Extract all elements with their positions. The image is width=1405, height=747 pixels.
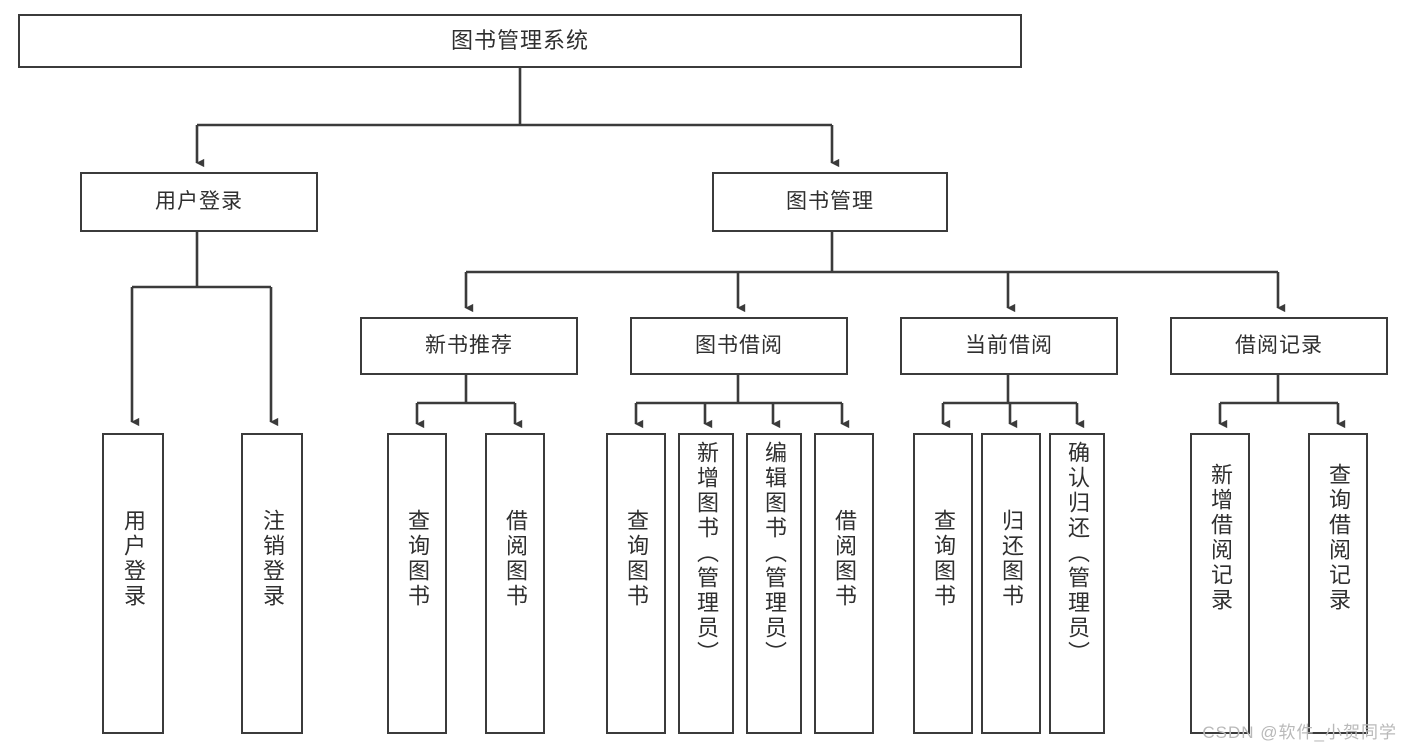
node-leaf-user-logout[interactable]: 注销登录 bbox=[241, 433, 303, 734]
node-book-borrow[interactable]: 图书借阅 bbox=[630, 317, 848, 375]
node-current-borrow-label: 当前借阅 bbox=[965, 334, 1053, 358]
node-leaf-borrow-book-1[interactable]: 借阅图书 bbox=[485, 433, 545, 734]
node-borrow-record[interactable]: 借阅记录 bbox=[1170, 317, 1388, 375]
node-book-borrow-label: 图书借阅 bbox=[695, 334, 783, 358]
node-new-book-rec-label: 新书推荐 bbox=[425, 334, 513, 358]
node-leaf-add-record-label: 新增借阅记录 bbox=[1208, 463, 1233, 613]
node-leaf-query-book-3-label: 查询图书 bbox=[931, 509, 956, 609]
node-leaf-query-book-2[interactable]: 查询图书 bbox=[606, 433, 666, 734]
node-leaf-return-book[interactable]: 归还图书 bbox=[981, 433, 1041, 734]
node-leaf-edit-book-label: 编辑图书（管理员） bbox=[762, 441, 787, 666]
node-leaf-query-book-1-label: 查询图书 bbox=[405, 509, 430, 609]
node-leaf-query-book-2-label: 查询图书 bbox=[624, 509, 649, 609]
node-leaf-borrow-book-1-label: 借阅图书 bbox=[503, 509, 528, 609]
node-user-login-label: 用户登录 bbox=[155, 190, 243, 214]
node-leaf-borrow-book-2-label: 借阅图书 bbox=[832, 509, 857, 609]
node-leaf-user-login[interactable]: 用户登录 bbox=[102, 433, 164, 734]
node-leaf-add-book-label: 新增图书（管理员） bbox=[694, 441, 719, 666]
node-leaf-query-book-3[interactable]: 查询图书 bbox=[913, 433, 973, 734]
node-leaf-add-record[interactable]: 新增借阅记录 bbox=[1190, 433, 1250, 734]
node-borrow-record-label: 借阅记录 bbox=[1235, 334, 1323, 358]
node-book-manage[interactable]: 图书管理 bbox=[712, 172, 948, 232]
node-leaf-edit-book[interactable]: 编辑图书（管理员） bbox=[746, 433, 802, 734]
node-leaf-user-login-label: 用户登录 bbox=[121, 509, 146, 609]
node-leaf-add-book[interactable]: 新增图书（管理员） bbox=[678, 433, 734, 734]
node-current-borrow[interactable]: 当前借阅 bbox=[900, 317, 1118, 375]
node-leaf-borrow-book-2[interactable]: 借阅图书 bbox=[814, 433, 874, 734]
node-root-label: 图书管理系统 bbox=[450, 27, 589, 53]
node-book-manage-label: 图书管理 bbox=[786, 190, 874, 214]
node-leaf-query-book-1[interactable]: 查询图书 bbox=[387, 433, 447, 734]
node-new-book-rec[interactable]: 新书推荐 bbox=[360, 317, 578, 375]
node-leaf-user-logout-label: 注销登录 bbox=[260, 509, 285, 609]
node-leaf-query-record-label: 查询借阅记录 bbox=[1326, 463, 1351, 613]
node-user-login[interactable]: 用户登录 bbox=[80, 172, 318, 232]
node-leaf-confirm-return[interactable]: 确认归还（管理员） bbox=[1049, 433, 1105, 734]
node-leaf-confirm-return-label: 确认归还（管理员） bbox=[1065, 441, 1090, 666]
node-root[interactable]: 图书管理系统 bbox=[18, 14, 1022, 68]
node-leaf-return-book-label: 归还图书 bbox=[999, 509, 1024, 609]
node-leaf-query-record[interactable]: 查询借阅记录 bbox=[1308, 433, 1368, 734]
csdn-watermark: CSDN @软件_小贺同学 bbox=[1202, 723, 1397, 742]
